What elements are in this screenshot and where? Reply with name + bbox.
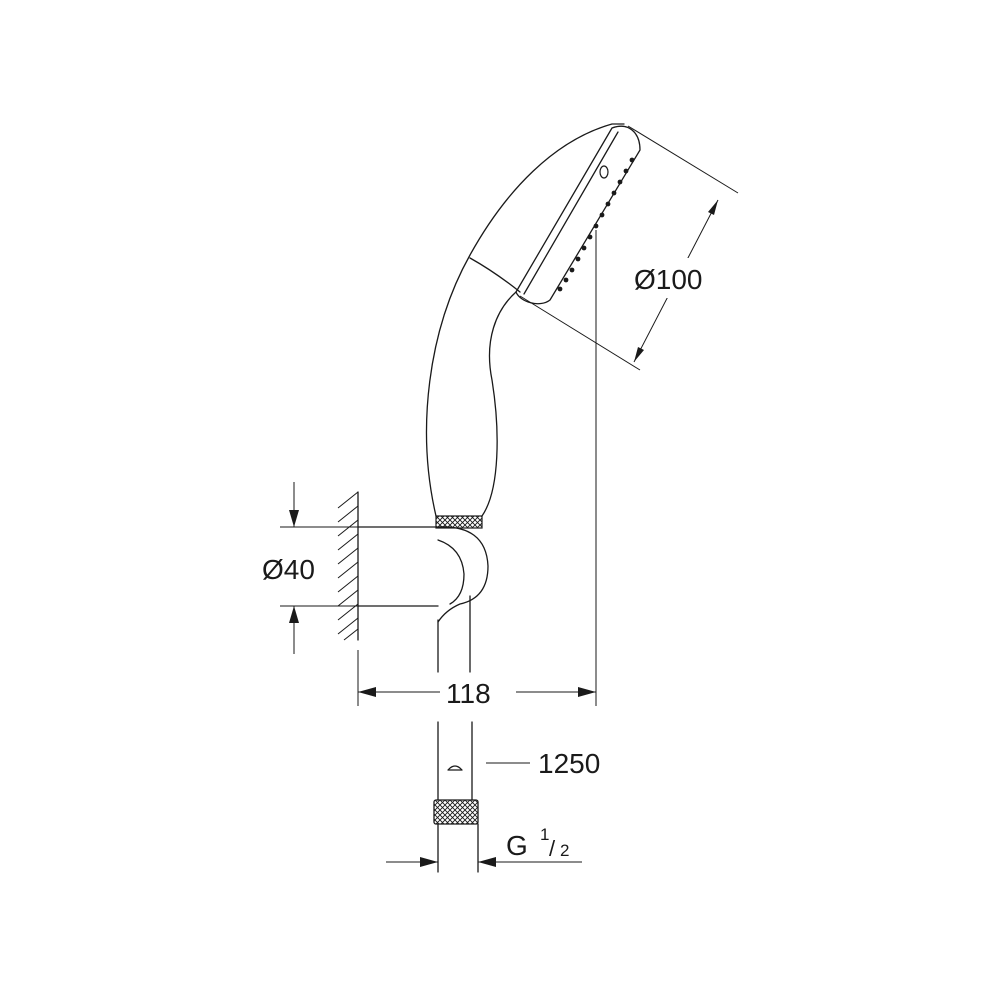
hand-shower — [425, 123, 641, 517]
head-diameter-label: Ø100 — [634, 264, 703, 295]
projection-label: 118 — [446, 678, 491, 709]
hose-length-label: 1250 — [538, 748, 600, 779]
thread-letter: G — [506, 830, 528, 861]
head-diameter-dimension: Ø100 — [519, 125, 739, 371]
projection-dimension: 118 — [357, 650, 596, 709]
hose-length-dimension: 1250 — [486, 748, 600, 779]
wall-hatching — [337, 491, 359, 641]
wall — [337, 491, 359, 641]
hose-upper — [437, 595, 471, 673]
hose-end — [433, 721, 479, 873]
spray-nozzles — [557, 157, 635, 292]
wall-holder — [357, 526, 489, 623]
thread-slash: / — [549, 836, 556, 861]
thread-numerator: 1 — [540, 825, 549, 844]
spray-selector-icon — [599, 165, 609, 179]
thread-dimension: G 1 / 2 — [386, 825, 582, 867]
holder-diameter-label: Ø40 — [262, 554, 315, 585]
holder-diameter-dimension: Ø40 — [262, 482, 358, 654]
hose-nut — [433, 799, 479, 825]
handle-knurled-nut — [435, 515, 483, 529]
thread-denominator: 2 — [560, 841, 569, 860]
